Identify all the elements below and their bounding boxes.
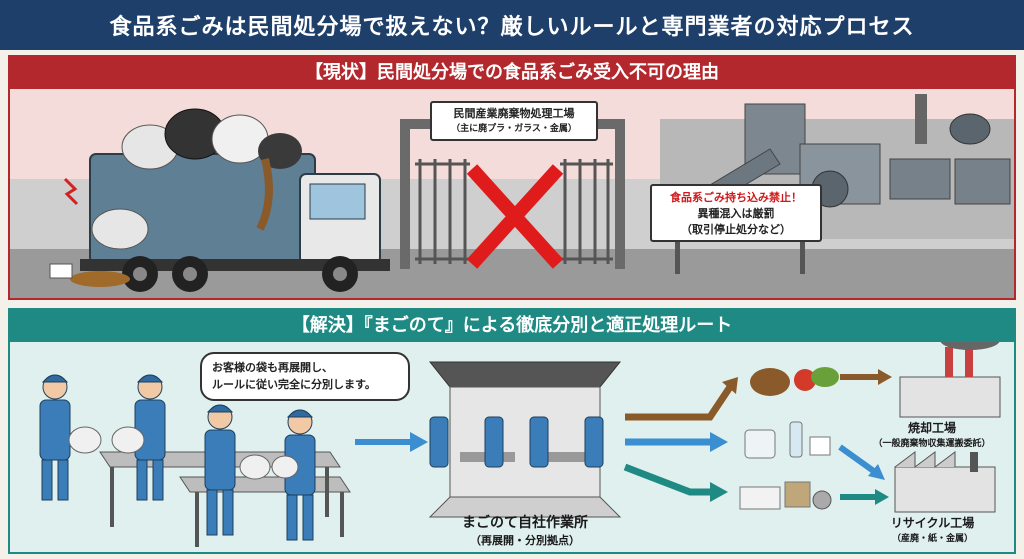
factory-sign-sub: （主に廃プラ・ガラス・金属） [451, 124, 577, 134]
workshop-name: まごのて自社作業所 [462, 515, 588, 531]
workshop-caption: まごのて自社作業所 （再展開・分別拠点） [425, 512, 625, 548]
garbage-truck-icon [49, 108, 390, 292]
solution-illustration [39, 342, 1001, 547]
recycle-role: （産廃・紙・金属） [891, 534, 973, 544]
recycle-caption: リサイクル工場 （産廃・紙・金属） [855, 514, 1010, 544]
solution-header: 【解決】『まごのて』による徹底分別と適正処理ルート [8, 308, 1016, 340]
page-title: 食品系ごみは民間処分場で扱えない？厳しいルールと専門業者の対応プロセス [0, 0, 1024, 50]
factory-sign-name: 民間産業廃棄物処理工場 [453, 107, 575, 120]
plastic-waste-icon [744, 421, 831, 459]
problem-panel: 民間産業廃棄物処理工場 （主に廃プラ・ガラス・金属） 食品系ごみ持ち込み禁止！ … [8, 87, 1016, 300]
speech-line-2: ルールに従い完全に分別します。 [212, 377, 376, 391]
arrow-recycle-icon [868, 464, 885, 480]
recycle-name: リサイクル工場 [890, 516, 975, 530]
workshop-icon [428, 361, 622, 518]
recycle-factory-icon [894, 451, 996, 513]
warning-sign: 食品系ごみ持ち込み禁止！ 異種混入は厳罰 （取引停止処分など） [650, 184, 822, 242]
factory-sign: 民間産業廃棄物処理工場 （主に廃プラ・ガラス・金属） [430, 101, 598, 141]
arrow-incinerator-icon [878, 369, 892, 385]
trash-bag-icon [68, 426, 299, 480]
paper-metal-icon [739, 481, 832, 510]
warning-detail: （取引停止処分など） [681, 223, 791, 236]
problem-header: 【現状】民間処分場での食品系ごみ受入不可の理由 [8, 55, 1016, 87]
arrow-plastic-icon [710, 432, 728, 452]
workshop-role: （再展開・分別拠点） [470, 534, 580, 547]
prohibited-x-icon [466, 164, 564, 269]
arrow-food-icon [722, 377, 738, 394]
speech-line-1: お客様の袋も再展開し、 [212, 361, 333, 374]
arrow-right-icon [410, 432, 428, 452]
warning-penalty: 異種混入は厳罰 [697, 207, 775, 220]
solution-panel: お客様の袋も再展開し、 ルールに従い完全に分別します。 まごのて自社作業所 （再… [8, 340, 1016, 554]
incinerator-role: （一般廃棄物収集運搬委託） [873, 439, 991, 449]
food-waste-icon [750, 367, 839, 396]
worker-speech-bubble: お客様の袋も再展開し、 ルールに従い完全に分別します。 [200, 352, 410, 401]
incinerator-name: 焼却工場 [907, 421, 956, 435]
incinerator-icon [899, 342, 1001, 418]
warning-title: 食品系ごみ持ち込み禁止！ [670, 191, 802, 204]
incinerator-caption: 焼却工場 （一般廃棄物収集運搬委託） [850, 419, 1014, 449]
arrow-paper-icon [710, 482, 728, 502]
